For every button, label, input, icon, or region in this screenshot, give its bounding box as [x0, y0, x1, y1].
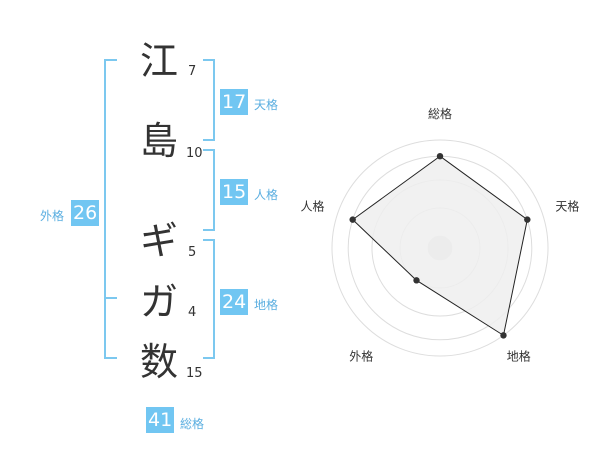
- name-char-2: 島: [140, 119, 179, 163]
- sou-kaku-badge: 41: [146, 407, 175, 433]
- radar-ring: [331, 139, 549, 357]
- radar-point-1: [436, 153, 444, 160]
- ten-kaku-badge: 17: [220, 89, 249, 115]
- radar-axis-label-4: 外格: [349, 348, 373, 363]
- name-char-4: ガ: [140, 280, 179, 324]
- name-char-3: ギ: [140, 219, 179, 263]
- bracket-jin: [203, 149, 215, 231]
- stroke-count-4: 4: [188, 305, 197, 320]
- chi-kaku-label: 地格: [254, 298, 279, 312]
- radar-point-4: [413, 277, 420, 284]
- radar-point-5: [349, 216, 356, 223]
- stroke-count-2: 10: [186, 146, 203, 161]
- gai-kaku-badge: 26: [71, 200, 100, 226]
- radar-axis-label-5: 人格: [301, 199, 325, 214]
- radar-series-polygon: [351, 155, 528, 337]
- radar-axis-label-3: 地格: [507, 348, 531, 363]
- gai-kaku-label: 外格: [40, 209, 65, 223]
- stroke-count-3: 5: [188, 245, 197, 260]
- stroke-count-1: 7: [188, 64, 197, 79]
- jin-kaku-badge: 15: [220, 179, 249, 205]
- radar-point-2: [524, 216, 531, 223]
- radar-axis-label-2: 天格: [555, 199, 579, 214]
- name-char-5: 数: [140, 340, 179, 384]
- bracket-ten: [203, 59, 215, 141]
- ten-kaku-label: 天格: [254, 98, 279, 112]
- name-char-1: 江: [140, 39, 179, 83]
- sou-kaku-label: 総格: [180, 417, 205, 431]
- stroke-count-5: 15: [186, 366, 203, 381]
- radar-point-3: [500, 332, 507, 339]
- radar-axis-label-1: 総格: [428, 106, 452, 121]
- bracket-gai: [104, 59, 117, 359]
- jin-kaku-label: 人格: [254, 188, 279, 202]
- bracket-chi: [203, 239, 215, 359]
- chi-kaku-badge: 24: [220, 289, 249, 315]
